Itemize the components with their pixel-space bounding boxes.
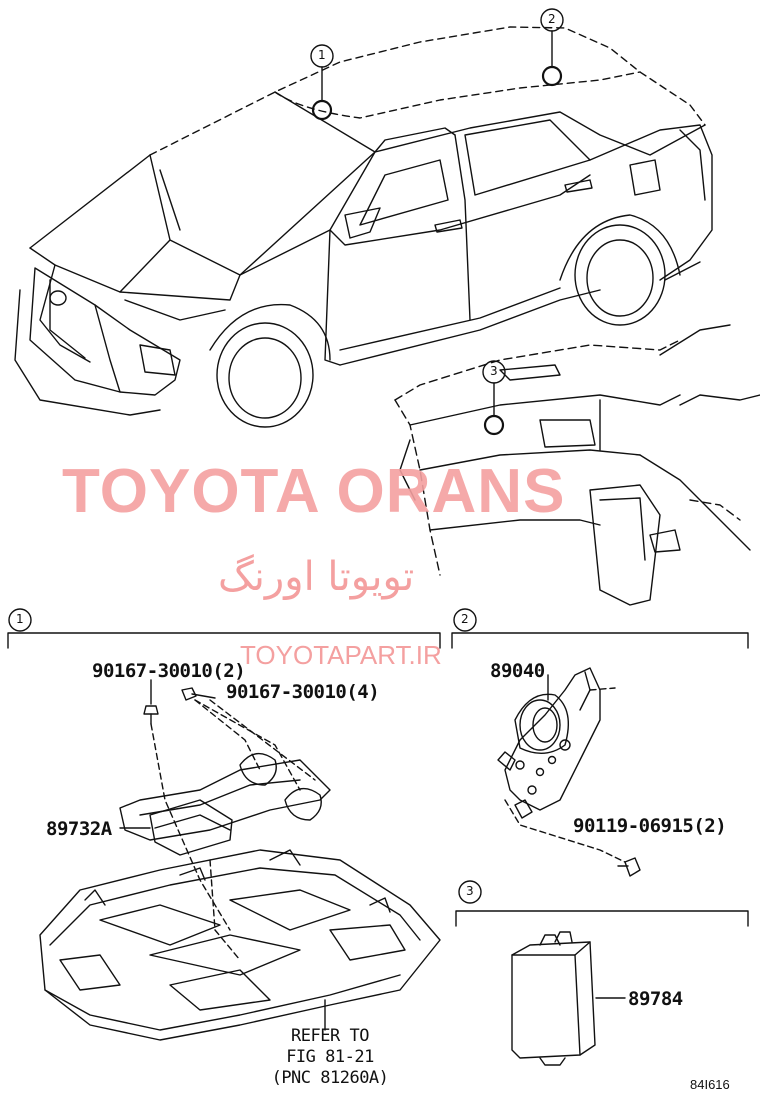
watermark-site: TOYOTAPART.IR [240, 640, 442, 670]
reference-note-line-1: REFER TO [291, 1026, 369, 1046]
part-label-bolt-a: 90167-30010(2) [92, 660, 246, 682]
callout-1-number: 1 [318, 48, 326, 62]
callout-3-number: 3 [490, 364, 498, 378]
reference-note-line-2: FIG 81-21 [286, 1047, 374, 1067]
callouts [310, 8, 564, 436]
part-label-ecu: 89784 [628, 988, 683, 1010]
dashboard-outline [394, 324, 760, 606]
figure-code: 84I616 [690, 1077, 730, 1092]
section-3-drawing [511, 931, 626, 1066]
part-label-bolt-c: 90119-06915(2) [573, 815, 727, 837]
part-label-bolt-b: 90167-30010(4) [226, 681, 380, 703]
section-1-drawing [39, 679, 441, 1041]
reference-note: REFER TO FIG 81-21 (PNC 81260A) [266, 1026, 394, 1089]
part-label-sensor: 89040 [490, 660, 545, 682]
reference-note-line-3: (PNC 81260A) [271, 1068, 389, 1088]
section-1-number: 1 [16, 612, 24, 626]
section-2-number: 2 [461, 612, 469, 626]
section-frames [7, 608, 749, 927]
watermark-brand: TOYOTA ORANS [62, 457, 566, 526]
watermark-persian: تویوتا اورنگ [218, 554, 415, 600]
section-3-number: 3 [466, 884, 474, 898]
callout-2-number: 2 [548, 12, 556, 26]
section-2-drawing [497, 667, 641, 877]
vehicle-outline [14, 26, 713, 428]
part-label-module: 89732A [46, 818, 112, 840]
